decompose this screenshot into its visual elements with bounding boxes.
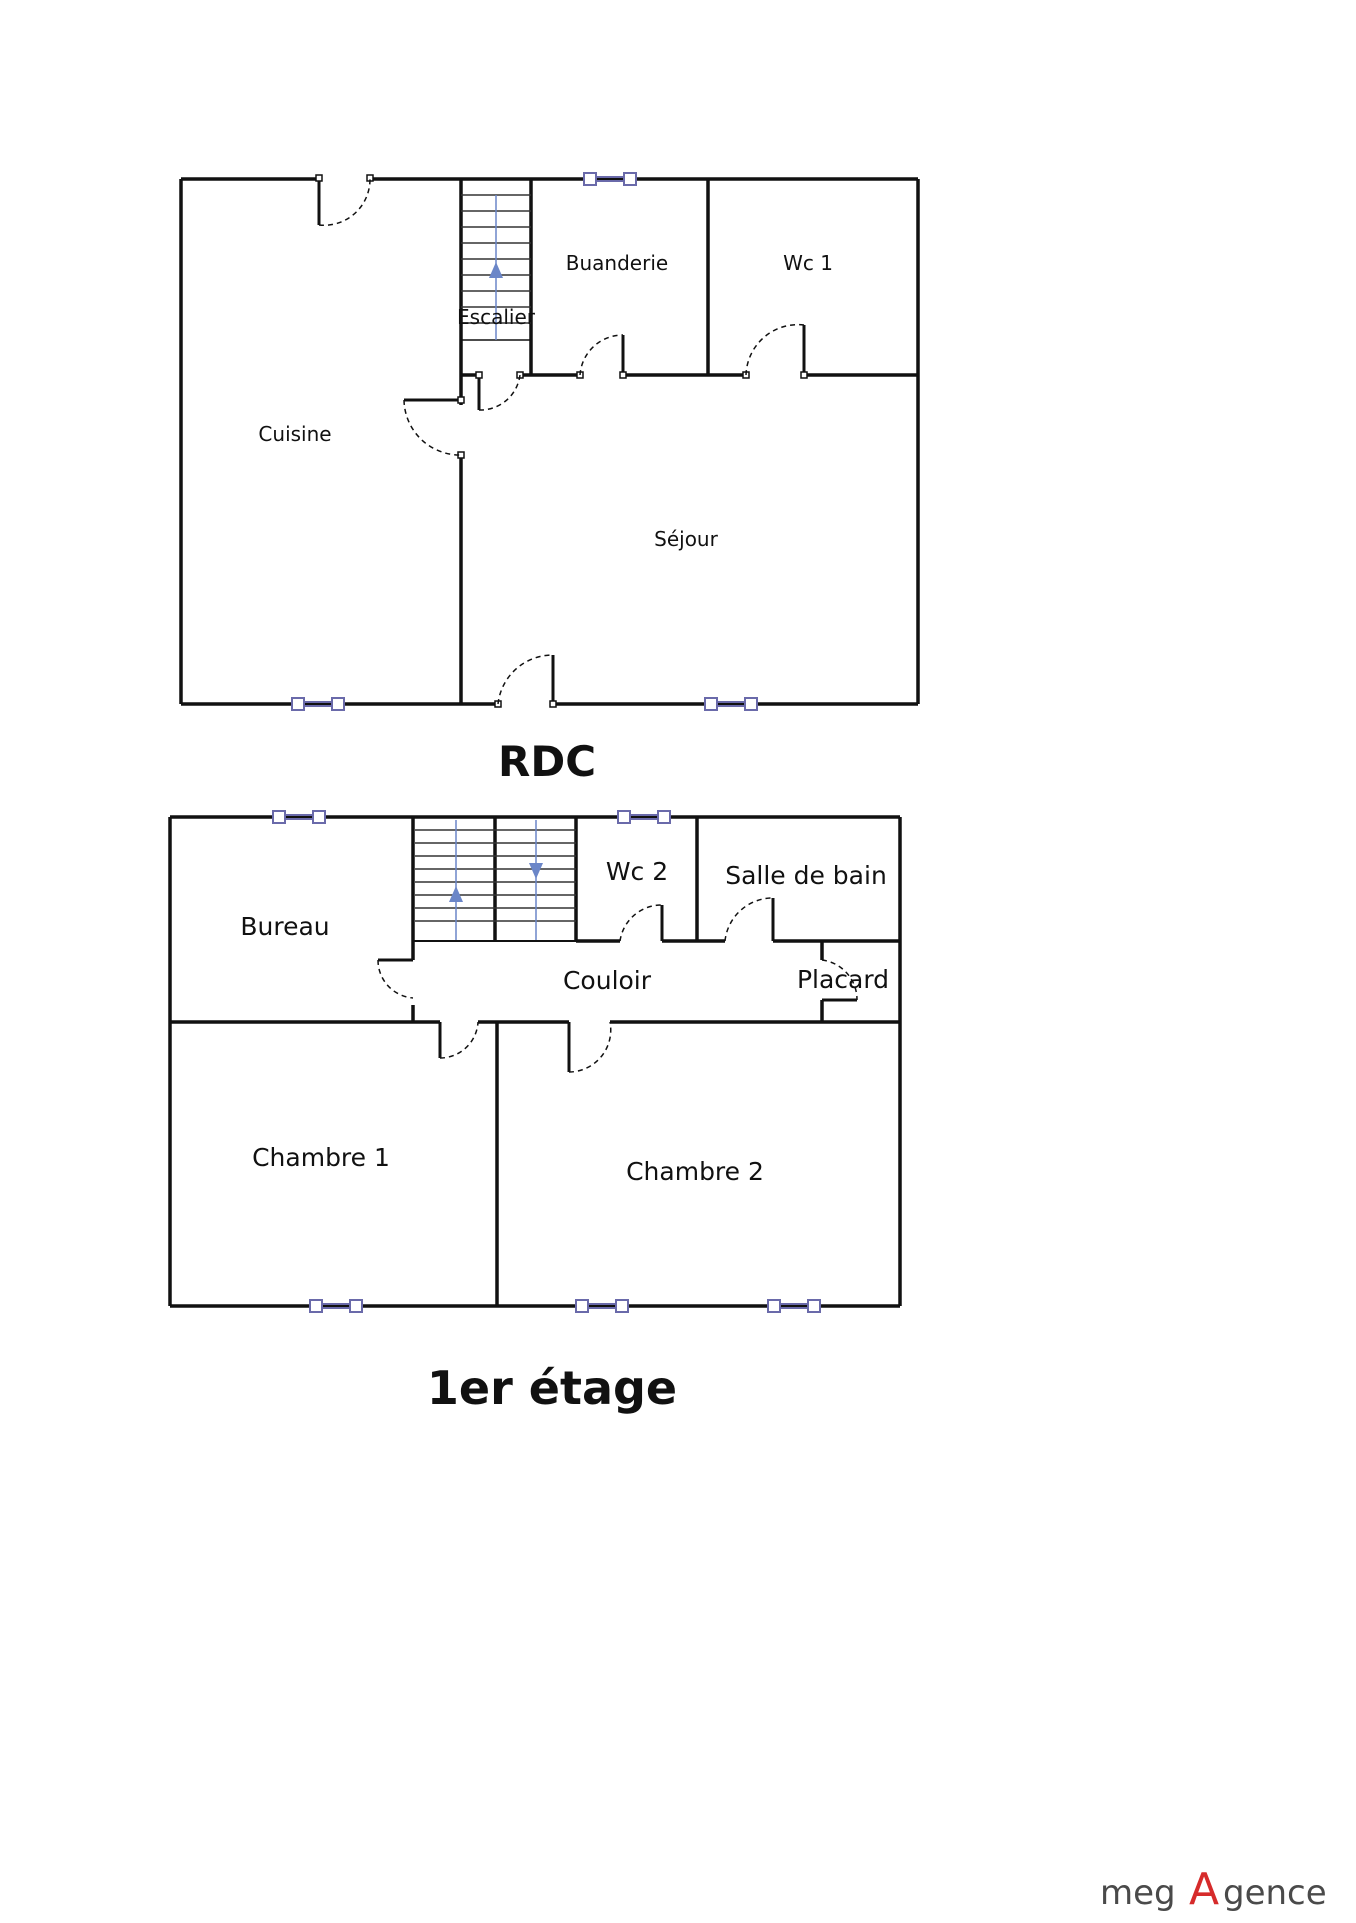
room-label-couloir: Couloir: [563, 966, 652, 995]
logo-text-start: meg: [1100, 1873, 1176, 1913]
etage-floor: Bureau Wc 2 Salle de bain Couloir Placar…: [168, 810, 902, 1415]
logo-text-end: gence: [1223, 1873, 1327, 1913]
floor-title-rdc: RDC: [498, 737, 596, 786]
logo-accent-letter: A: [1189, 1864, 1219, 1915]
room-label-wc1: Wc 1: [783, 251, 833, 275]
etage-stairs: [415, 820, 576, 940]
stair-up-arrow-icon: [489, 262, 503, 278]
logo-wordmark: meg A gence: [1100, 1864, 1327, 1915]
room-label-bureau: Bureau: [240, 912, 329, 941]
floor-title-1er-etage: 1er étage: [427, 1361, 677, 1415]
rdc-floor: Cuisine Escalier Buanderie Wc 1 Séjour R…: [179, 172, 920, 786]
room-label-sejour: Séjour: [654, 527, 718, 551]
room-label-salle-de-bain: Salle de bain: [725, 861, 887, 890]
etage-doors: [377, 897, 858, 1073]
room-label-chambre1: Chambre 1: [252, 1143, 390, 1172]
stair-down-arrow-icon: [529, 863, 543, 879]
stair-up-arrow-icon: [449, 886, 463, 902]
room-label-buanderie: Buanderie: [566, 251, 668, 275]
room-label-cuisine: Cuisine: [258, 422, 331, 446]
room-label-chambre2: Chambre 2: [626, 1157, 764, 1186]
megagence-logo: meg A gence: [1100, 1862, 1346, 1918]
room-label-escalier: Escalier: [457, 305, 536, 329]
room-label-wc2: Wc 2: [606, 857, 668, 886]
etage-walls: [168, 815, 902, 1308]
rdc-doors: [315, 174, 808, 708]
room-label-placard: Placard: [797, 965, 889, 994]
